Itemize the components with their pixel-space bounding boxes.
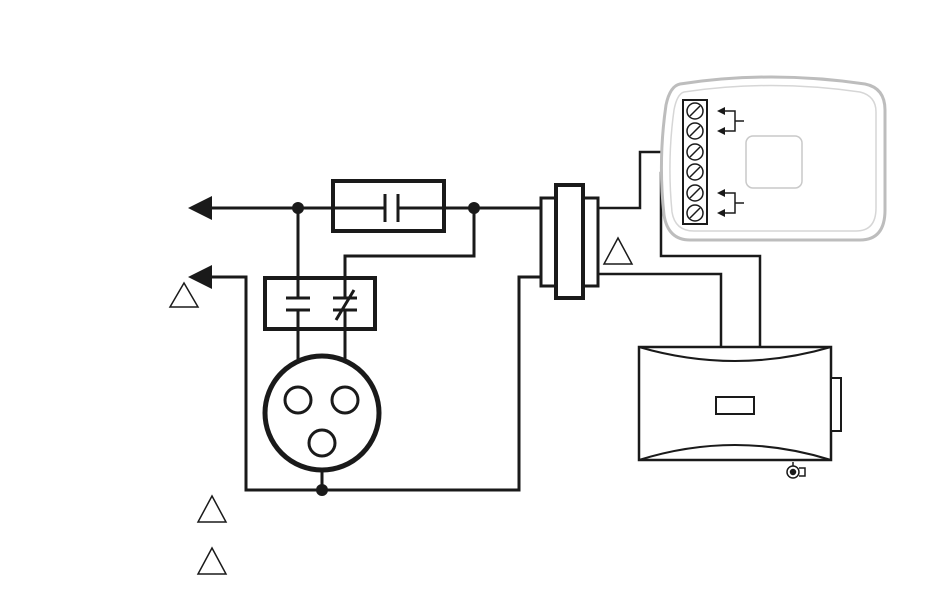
thermostat-display — [746, 136, 802, 188]
junction-dot — [292, 202, 304, 214]
plug-receptacle — [265, 356, 379, 470]
receptacle-pin — [285, 387, 311, 413]
terminal-block-body — [556, 185, 583, 298]
relay-contacts-block — [265, 278, 375, 329]
power-supply-leads — [188, 196, 212, 289]
junction-dot — [468, 202, 480, 214]
warning-triangle-icon — [198, 548, 226, 574]
terminal-connector — [541, 185, 598, 298]
wire-connector-to-controller — [598, 274, 721, 347]
capacitor-block — [333, 181, 444, 231]
warning-triangle-icon — [198, 496, 226, 522]
controller-side-tab — [831, 378, 841, 431]
receptacle-pin — [309, 430, 335, 456]
thermostat — [661, 77, 885, 240]
controller-module — [639, 347, 841, 460]
warning-triangle-icon — [170, 283, 198, 307]
warning-triangle-icon — [604, 238, 632, 264]
arrow-left-icon — [188, 265, 212, 289]
junction-dot — [316, 484, 328, 496]
controller-indicator — [716, 397, 754, 414]
wires — [205, 208, 545, 490]
grounding-clip — [787, 462, 805, 478]
arrow-left-icon — [188, 196, 212, 220]
receptacle-pin — [332, 387, 358, 413]
